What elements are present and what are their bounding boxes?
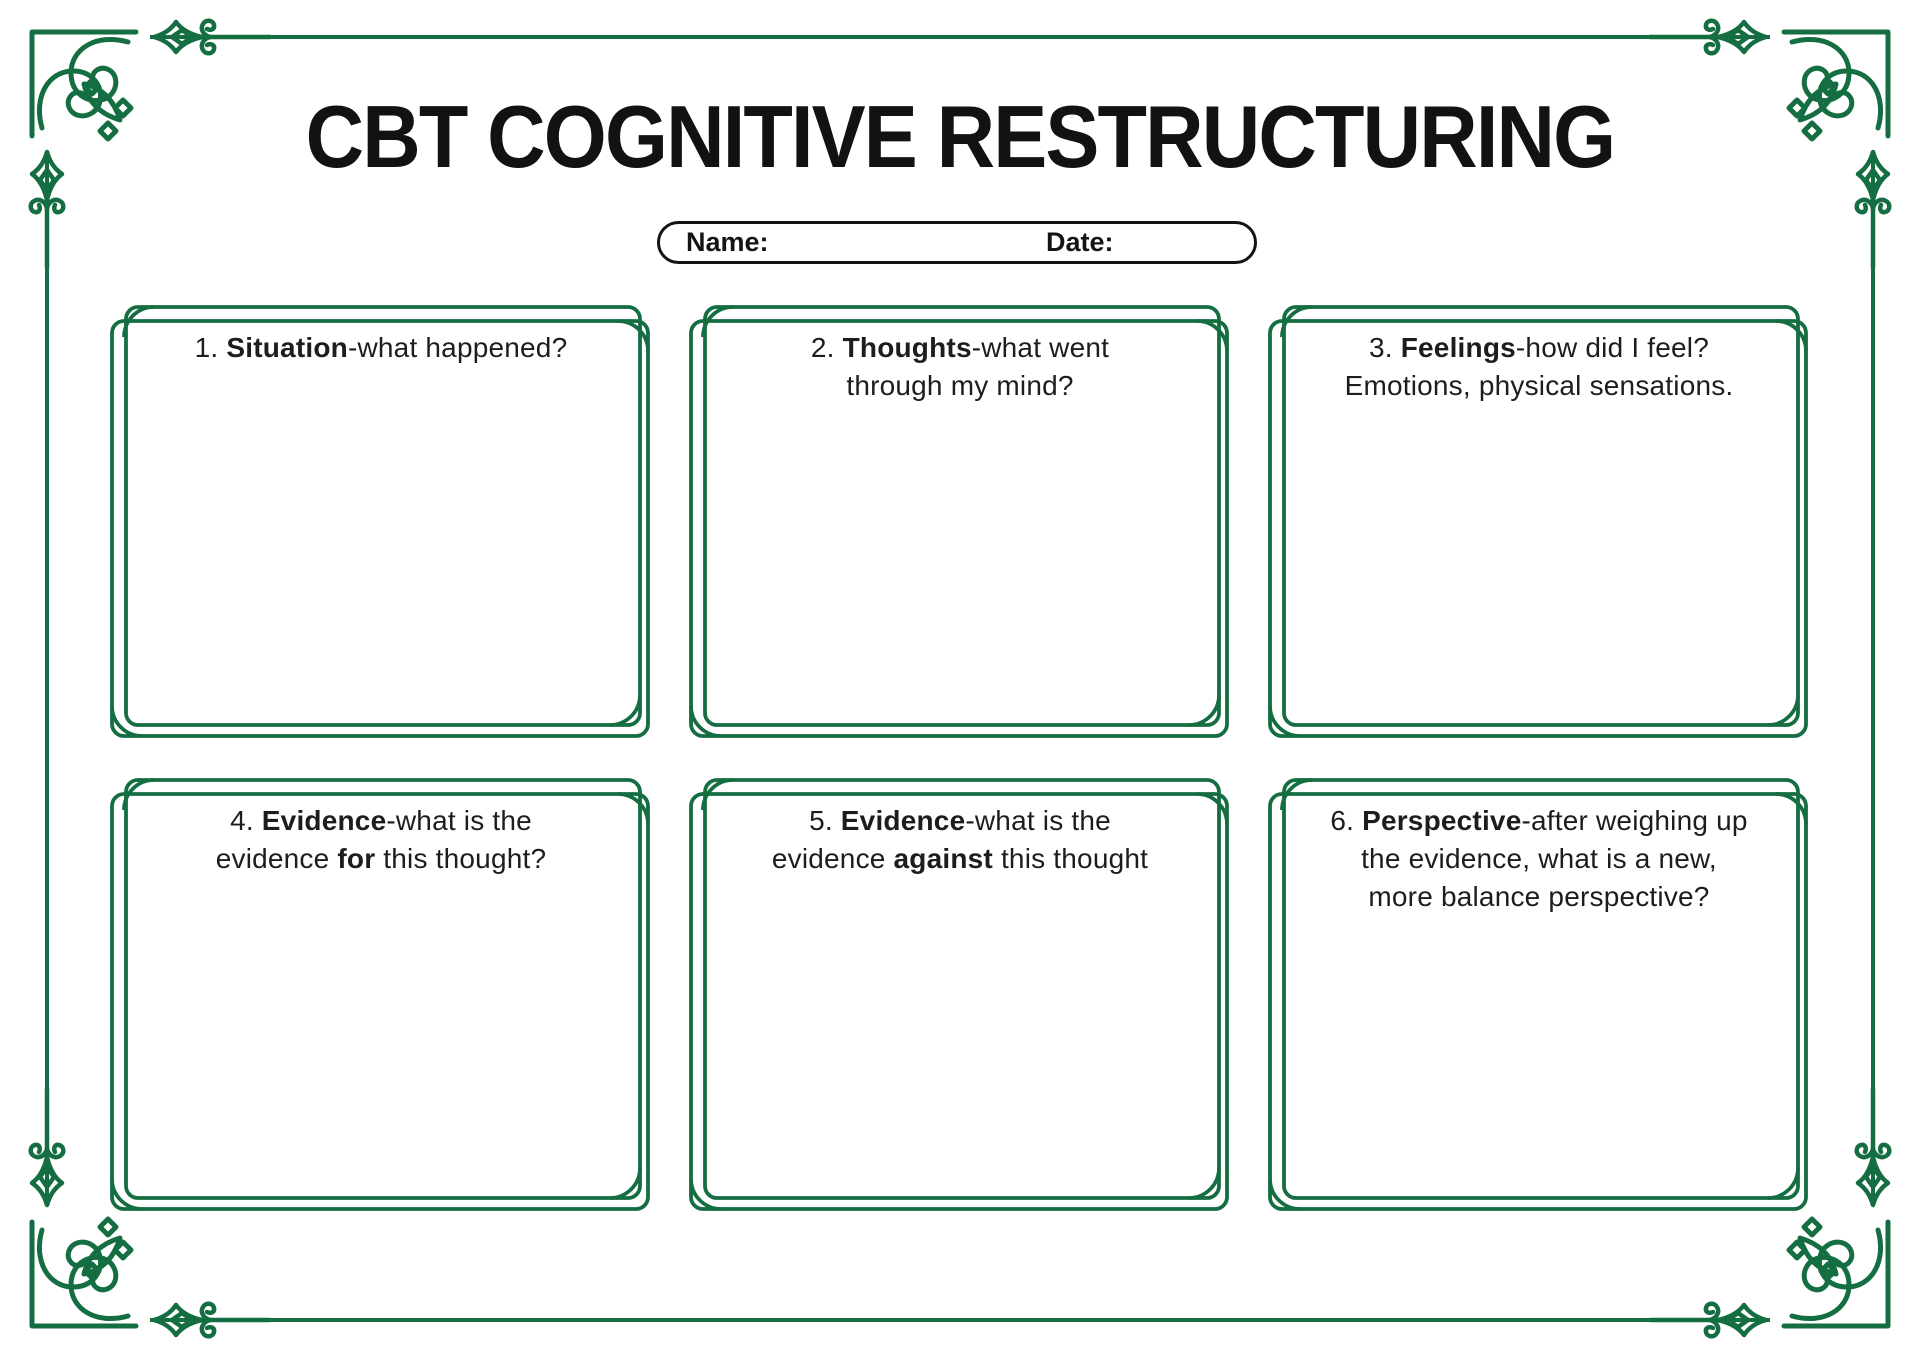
box-write-area [1294,415,1784,712]
box-write-area [1294,888,1784,1185]
box-3-header-line-2: Emotions, physical sensations. [1344,370,1734,401]
box-frame [689,778,1229,1211]
spear-finial-icon [31,1089,64,1205]
box-write-area [715,415,1205,712]
box-write-area [136,888,626,1185]
box-frame [1268,778,1808,1211]
box-4-header-line-1: 4. Evidence-what is the [230,805,532,836]
box-6-header-line-2: the evidence, what is a new, [1361,843,1717,874]
box-header: 1. Situation-what happened? [144,329,618,367]
worksheet-box-3: 3. Feelings-how did I feel? Emotions, phy… [1268,305,1810,738]
box-1-header-line-1: 1. Situation-what happened? [194,332,568,363]
box-header: 6. Perspective-after weighing up the evid… [1302,802,1776,916]
box-frame [110,305,650,738]
page-title: CBT COGNITIVE RESTRUCTURING [305,87,1616,186]
worksheet-box-4: 4. Evidence-what is the evidence for this… [110,778,652,1211]
spear-finial-icon [154,1304,270,1337]
box-5-header-line-2: evidence against this thought [771,843,1149,874]
box-2-header-line-1: 2. Thoughts-what went [810,332,1110,363]
spear-finial-icon [31,152,64,268]
box-frame [1268,305,1808,738]
spear-finial-icon [1857,1089,1890,1205]
spear-finial-icon [1650,1304,1766,1337]
box-6-header-line-1: 6. Perspective-after weighing up [1330,805,1748,836]
worksheet-box-2: 2. Thoughts-what went through my mind? [689,305,1231,738]
box-header: 5. Evidence-what is the evidence against … [723,802,1197,878]
box-2-header-line-2: through my mind? [846,370,1074,401]
spear-finial-icon [154,21,270,54]
box-5-header-line-1: 5. Evidence-what is the [809,805,1111,836]
box-header: 4. Evidence-what is the evidence for this… [144,802,618,878]
corner-flourish-icon [32,1219,136,1326]
box-3-header-line-1: 3. Feelings-how did I feel? [1368,332,1709,363]
worksheet-box-1: 1. Situation-what happened? [110,305,652,738]
box-write-area [715,888,1205,1185]
worksheet-box-5: 5. Evidence-what is the evidence against … [689,778,1231,1211]
name-date-field: Name: Date: [657,221,1257,264]
spear-finial-icon [1857,152,1890,268]
box-header: 2. Thoughts-what went through my mind? [723,329,1197,405]
worksheet-box-6: 6. Perspective-after weighing up the evid… [1268,778,1810,1211]
box-write-area [136,415,626,712]
name-label: Name: [686,227,769,257]
spear-finial-icon [1650,21,1766,54]
date-label: Date: [1046,227,1114,257]
box-4-header-line-2: evidence for this thought? [215,843,547,874]
box-header: 3. Feelings-how did I feel? Emotions, phy… [1302,329,1776,405]
box-frame [110,778,650,1211]
worksheet-grid: 1. Situation-what happened? 2. Thoughts-… [110,305,1810,1211]
corner-flourish-icon [1784,1219,1888,1326]
box-frame [689,305,1229,738]
box-6-header-line-3: more balance perspective? [1368,881,1710,912]
